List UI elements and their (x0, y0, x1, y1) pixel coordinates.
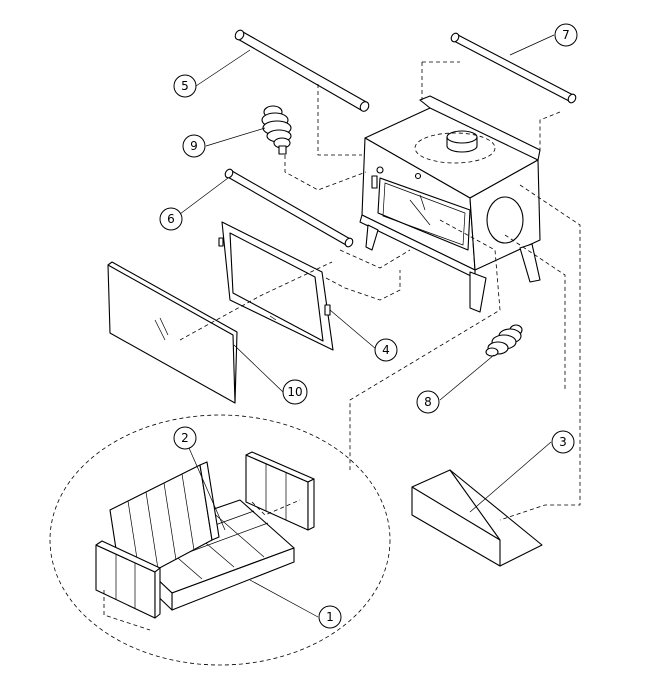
part-4-door-frame (218, 221, 334, 351)
svg-text:5: 5 (181, 79, 189, 93)
callout-9: 9 (182, 134, 206, 158)
callout-4: 4 (374, 338, 398, 362)
callout-7: 7 (554, 23, 578, 47)
stove-body (359, 95, 541, 313)
part-7-rod (450, 32, 577, 104)
callout-2: 2 (173, 426, 197, 450)
svg-text:4: 4 (382, 343, 390, 357)
svg-text:10: 10 (287, 385, 302, 399)
svg-text:9: 9 (190, 139, 198, 153)
assembly-lines (179, 61, 581, 521)
svg-text:1: 1 (326, 610, 334, 624)
part-10-glass-panel (107, 261, 238, 404)
svg-text:7: 7 (562, 28, 570, 42)
part-5-rod (234, 29, 370, 112)
svg-text:8: 8 (424, 395, 432, 409)
part-8-spring-handle (485, 324, 523, 357)
part-6-rod (224, 168, 354, 248)
firebrick-group (49, 414, 391, 666)
part-3-plate (411, 469, 543, 567)
callout-6: 6 (159, 207, 183, 231)
callout-3: 3 (551, 430, 575, 454)
callout-5: 5 (173, 74, 197, 98)
svg-text:2: 2 (181, 431, 189, 445)
callout-1: 1 (318, 605, 342, 629)
svg-text:6: 6 (167, 212, 175, 226)
callout-8: 8 (416, 390, 440, 414)
part-9-spring-handle (261, 105, 292, 155)
callout-10: 10 (282, 379, 308, 405)
svg-text:3: 3 (559, 435, 567, 449)
leader-lines (179, 34, 555, 618)
